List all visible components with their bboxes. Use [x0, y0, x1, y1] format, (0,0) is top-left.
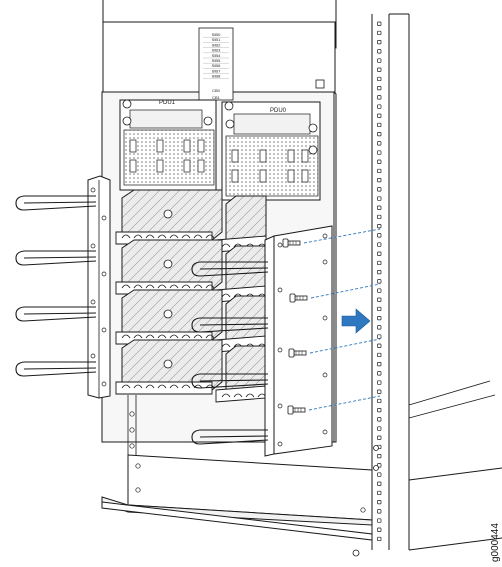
- slot-label-row: SIB6: [212, 63, 221, 68]
- pdu-left: PDU1: [119, 99, 217, 191]
- alignment-line: [308, 395, 381, 411]
- screw: [282, 238, 301, 248]
- alignment-line: [310, 283, 381, 299]
- left-cable-bracket: [15, 175, 111, 399]
- slot-label-row: SIB1: [212, 37, 221, 42]
- alignment-line: [303, 228, 381, 244]
- slot-label-row: SIB5: [212, 58, 221, 63]
- slot-label-row: SIB8: [212, 74, 221, 79]
- screw: [288, 348, 307, 358]
- slot-label-cb1: CB1: [212, 95, 221, 100]
- alignment-line: [309, 338, 381, 354]
- screw: [289, 293, 308, 303]
- cable-manager-tier: [215, 345, 267, 403]
- slot-label-row: SIB3: [212, 48, 221, 53]
- mounting-screws: [282, 228, 381, 415]
- arrow-right-icon: [341, 308, 371, 334]
- pdu-right: PDU0: [221, 101, 321, 201]
- figure-id: g000444: [490, 523, 501, 562]
- screw: [287, 405, 306, 415]
- chassis-base: [101, 445, 379, 557]
- rack-shelf: [408, 380, 502, 551]
- cable-manager-tier: [115, 289, 223, 345]
- pdu0-label: PDU0: [270, 108, 287, 114]
- cable-manager-modules: [115, 189, 267, 403]
- right-cable-bracket: [191, 225, 333, 457]
- rack-rail: [371, 13, 410, 550]
- cable-manager-tier: [115, 239, 223, 295]
- cable-manager-tier: [115, 339, 223, 395]
- slot-label-cb0: CB0: [212, 88, 221, 93]
- cable-manager-tier: [115, 189, 223, 245]
- slot-label-row: SIB7: [212, 68, 221, 73]
- cable-manager-tier: [215, 195, 267, 253]
- slot-label-row: SIB2: [212, 42, 221, 47]
- slot-label-row: SIB4: [212, 53, 221, 58]
- pdu1-label: PDU1: [159, 100, 176, 106]
- rack-rail-holes: [377, 21, 382, 542]
- slot-label-row: SIB0: [212, 32, 221, 37]
